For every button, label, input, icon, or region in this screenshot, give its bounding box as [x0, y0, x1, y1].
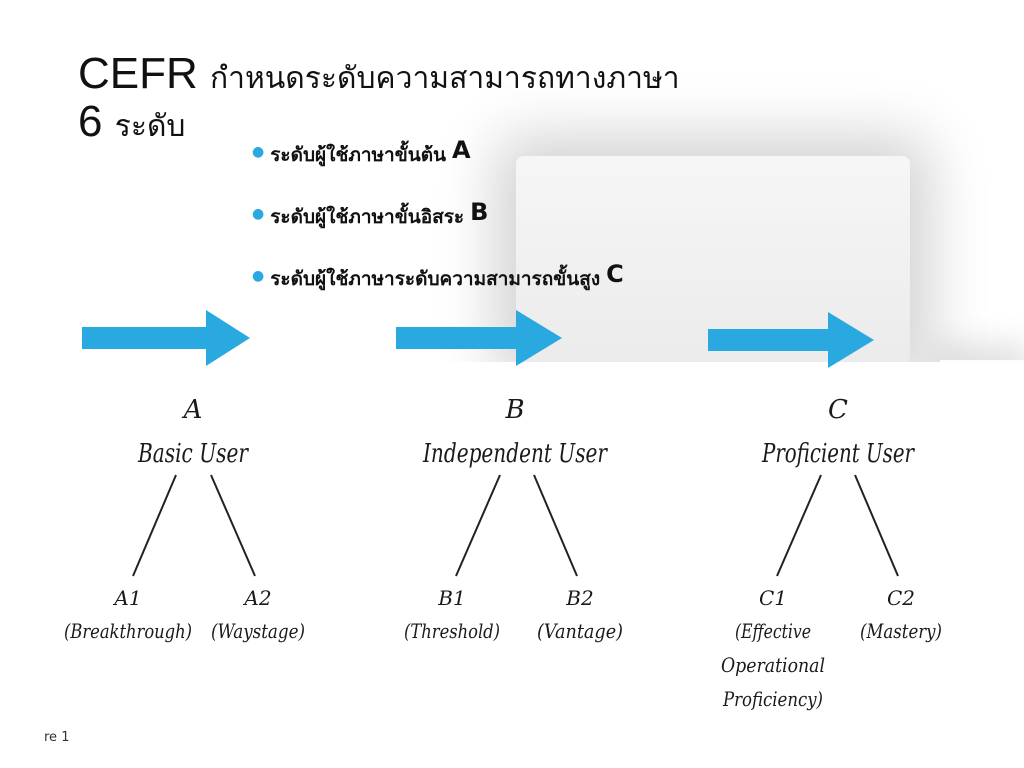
bullet-item: ● ระดับผู้ใช้ภาษาขั้นต้น A: [252, 136, 624, 202]
branch-line: [854, 474, 899, 577]
sublevel-code: A1: [112, 586, 141, 610]
sublevel-desc: (Effective: [735, 619, 811, 643]
sublevel-code: C1: [759, 586, 787, 610]
branch-line: [132, 474, 177, 577]
bullet-text: ระดับผู้ใช้ภาษาขั้นอิสระ: [270, 206, 465, 228]
sublevel-desc: (Mastery): [860, 619, 942, 643]
branch-line: [455, 474, 501, 577]
sublevel-desc: (Threshold): [404, 619, 500, 643]
bullet-dot-icon: ●: [252, 268, 265, 284]
bullet-dot-icon: ●: [252, 144, 265, 160]
group-letter: A: [182, 395, 203, 425]
bullet-item: ● ระดับผู้ใช้ภาษาระดับความสามารถขั้นสูง …: [252, 260, 624, 326]
title-thai-suffix: ระดับ: [114, 108, 186, 144]
sublevel-desc: (Vantage): [537, 619, 623, 643]
sublevel-code: B2: [565, 586, 593, 610]
branch-line: [776, 474, 822, 577]
title-latin: CEFR: [78, 49, 198, 98]
level-group-a: A Basic User A1 (Breakthrough) A2 (Wayst…: [64, 395, 305, 643]
level-group-b: B Independent User B1 (Threshold) B2 (Va…: [404, 395, 623, 643]
sublevel-code: A2: [242, 586, 271, 610]
branch-line: [210, 474, 256, 577]
bullet-level: C: [606, 260, 624, 288]
title-thai: กำหนดระดับความสามารถทางภาษา: [210, 61, 680, 96]
group-letter: C: [828, 395, 848, 425]
level-group-c: C Proficient User C1 (Effective Operatio…: [721, 395, 942, 711]
sublevel-desc: Operational: [721, 653, 825, 677]
diagram-background: [0, 362, 1024, 768]
sublevel-desc: (Breakthrough): [64, 619, 192, 643]
cefr-level-diagram: A Basic User A1 (Breakthrough) A2 (Wayst…: [64, 395, 942, 711]
arrow-right-icon: [82, 310, 250, 366]
group-name: Proficient User: [761, 439, 915, 469]
group-name: Basic User: [137, 439, 249, 469]
group-name: Independent User: [422, 439, 608, 469]
arrow-right-icon: [708, 312, 874, 368]
slide-title: CEFR กำหนดระดับความสามารถทางภาษา 6 ระดับ: [78, 50, 680, 145]
group-letter: B: [504, 395, 524, 425]
title-number: 6: [78, 96, 103, 146]
bullet-list: ● ระดับผู้ใช้ภาษาขั้นต้น A ● ระดับผู้ใช้…: [252, 136, 624, 326]
bullet-text: ระดับผู้ใช้ภาษาขั้นต้น: [270, 144, 447, 166]
sublevel-code: C2: [887, 586, 915, 610]
bullet-text: ระดับผู้ใช้ภาษาระดับความสามารถขั้นสูง: [270, 268, 601, 290]
sublevel-desc: Proficiency): [722, 687, 823, 711]
bullet-item: ● ระดับผู้ใช้ภาษาขั้นอิสระ B: [252, 198, 624, 264]
arrow-right-icon: [396, 310, 562, 366]
sublevel-code: B1: [437, 586, 465, 610]
sublevel-desc: (Waystage): [211, 619, 305, 643]
bullet-dot-icon: ●: [252, 206, 265, 222]
branch-line: [533, 474, 578, 577]
bullet-level: B: [470, 198, 489, 226]
figure-caption-fragment: re 1: [44, 730, 70, 745]
bullet-level: A: [452, 136, 471, 164]
